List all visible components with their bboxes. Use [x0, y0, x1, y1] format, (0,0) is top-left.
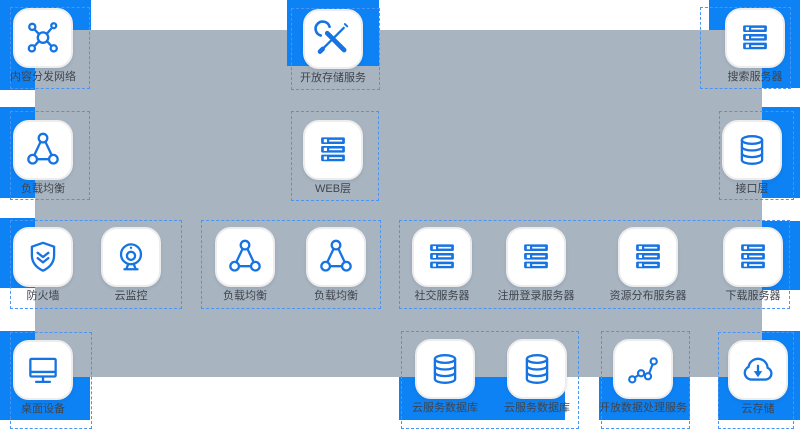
node-web-layer: WEB层 [303, 120, 363, 195]
node-load-balancer-2: 负载均衡 [306, 227, 366, 302]
node-api-layer: 接口层 [722, 120, 782, 195]
server-icon [625, 234, 671, 280]
group-outline-databases [401, 331, 579, 429]
database-icon [422, 346, 468, 392]
node-card [728, 340, 788, 400]
group-outline-desktop [10, 332, 92, 429]
node-label: 社交服务器 [414, 290, 470, 302]
node-card [613, 339, 673, 399]
server-icon [513, 234, 559, 280]
node-card [618, 227, 678, 287]
group-outline-odps [601, 331, 690, 429]
node-card [415, 339, 475, 399]
group-outline-search [700, 7, 791, 89]
node-card [13, 120, 73, 180]
node-card [13, 8, 73, 68]
node-card [722, 120, 782, 180]
tools-icon [310, 16, 356, 62]
node-label: 防火墙 [26, 290, 60, 302]
monitor-icon [20, 347, 66, 393]
node-label: 资源分布服务器 [609, 290, 687, 302]
node-search-server: 搜索服务器 [725, 8, 785, 83]
node-label: 云服务数据库 [504, 402, 570, 414]
node-label: 负载均衡 [314, 290, 358, 302]
group-outline-storage [718, 332, 794, 429]
node-card [13, 340, 73, 400]
node-label: 开放数据处理服务 [599, 402, 687, 414]
group-outline-api [719, 111, 794, 200]
node-label: 下载服务器 [725, 290, 781, 302]
camera-icon [108, 234, 154, 280]
node-label: 云监控 [114, 290, 148, 302]
group-outline-servers [399, 220, 790, 309]
node-label: 注册登录服务器 [497, 290, 575, 302]
database-icon [514, 346, 560, 392]
node-card [303, 9, 363, 69]
node-oss: 开放存储服务 [300, 9, 366, 84]
server-icon [732, 15, 778, 61]
node-card [507, 339, 567, 399]
node-cloud-db-1: 云服务数据库 [412, 339, 478, 414]
network-icon [20, 15, 66, 61]
node-label: 云服务数据库 [412, 402, 478, 414]
node-cloud-db-2: 云服务数据库 [504, 339, 570, 414]
node-odps: 开放数据处理服务 [599, 339, 687, 414]
group-outline-slb-edge [10, 111, 90, 200]
group-outline-balancers [201, 220, 381, 309]
group-outline-web [291, 111, 379, 201]
node-load-balancer-edge: 负载均衡 [13, 120, 73, 195]
load-balancer-icon [20, 127, 66, 173]
node-load-balancer-1: 负载均衡 [215, 227, 275, 302]
group-outline-cdn [10, 7, 90, 89]
diagram-gray-panel [35, 30, 762, 377]
database-icon [729, 127, 775, 173]
node-label: 负载均衡 [21, 183, 65, 195]
node-social-server: 社交服务器 [412, 227, 472, 302]
server-icon [419, 234, 465, 280]
node-card [215, 227, 275, 287]
cloud-download-icon [735, 347, 781, 393]
node-card [412, 227, 472, 287]
node-resource-server: 资源分布服务器 [610, 227, 687, 302]
node-label: WEB层 [314, 183, 352, 195]
node-register-server: 注册登录服务器 [498, 227, 575, 302]
node-card [13, 227, 73, 287]
node-desktop-device: 桌面设备 [13, 340, 73, 415]
node-card [506, 227, 566, 287]
node-card [725, 8, 785, 68]
node-label: 开放存储服务 [300, 72, 366, 84]
shield-icon [20, 234, 66, 280]
server-icon [310, 127, 356, 173]
load-balancer-icon [222, 234, 268, 280]
node-card [101, 227, 161, 287]
node-card [306, 227, 366, 287]
server-icon [730, 234, 776, 280]
node-card [303, 120, 363, 180]
node-firewall: 防火墙 [13, 227, 73, 302]
node-label: 搜索服务器 [727, 71, 783, 83]
node-label: 桌面设备 [21, 403, 65, 415]
node-card [723, 227, 783, 287]
node-label: 内容分发网络 [10, 71, 76, 83]
node-cloud-storage: 云存储 [728, 340, 788, 415]
node-label: 接口层 [735, 183, 769, 195]
scatter-icon [620, 346, 666, 392]
group-outline-oss [291, 8, 380, 90]
node-label: 负载均衡 [223, 290, 267, 302]
node-download-server: 下载服务器 [723, 227, 783, 302]
node-cdn: 内容分发网络 [10, 8, 76, 83]
group-outline-security [10, 220, 182, 309]
load-balancer-icon [313, 234, 359, 280]
node-label: 云存储 [741, 403, 775, 415]
node-cloud-monitor: 云监控 [101, 227, 161, 302]
